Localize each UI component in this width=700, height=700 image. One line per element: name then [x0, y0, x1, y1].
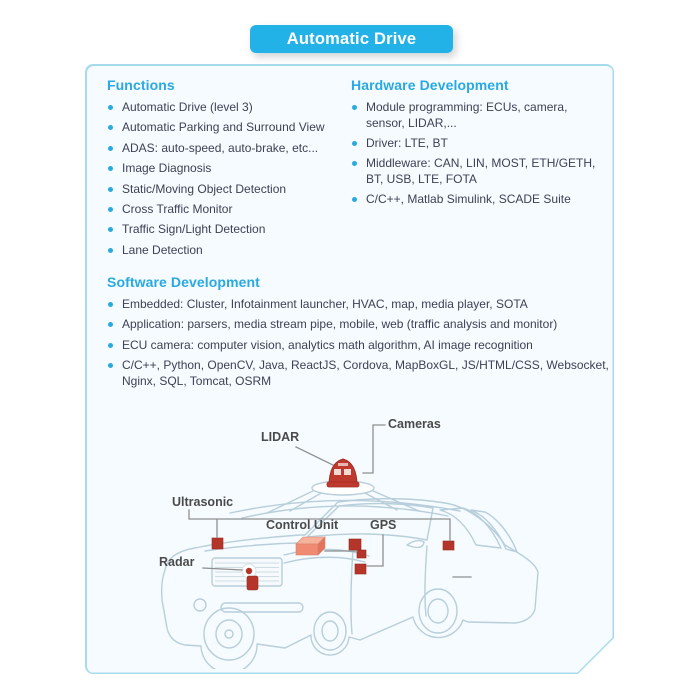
- list-item: Application: parsers, media stream pipe,…: [107, 317, 623, 333]
- list-item: Static/Moving Object Detection: [107, 182, 357, 198]
- leader-lines: [188, 424, 472, 578]
- section-hardware-title: Hardware Development: [351, 77, 509, 93]
- windshield: [306, 502, 434, 541]
- radar-leader: [202, 567, 243, 571]
- fog-light: [193, 598, 207, 612]
- wheel-rear-hub: [427, 598, 449, 624]
- list-item: C/C++, Matlab Simulink, SCADE Suite: [351, 192, 599, 208]
- cameras-leader: [362, 424, 386, 474]
- door-seam-rear: [424, 545, 428, 617]
- sensor-windshield-a: [348, 538, 362, 551]
- list-item: Module programming: ECUs, camera, sensor…: [351, 100, 599, 131]
- list-item: Automatic Parking and Surround View: [107, 120, 357, 136]
- roof-rack-rail-2: [241, 505, 449, 519]
- section-software: Software Development Embedded: Cluster, …: [107, 274, 623, 394]
- door-seam-front: [350, 548, 354, 635]
- content-card-border: [85, 64, 614, 674]
- sensor-windshield-b: [356, 549, 367, 559]
- section-functions-title: Functions: [107, 77, 175, 93]
- content-card: [87, 66, 613, 673]
- roof-rack-rail-1: [229, 499, 461, 514]
- list-item: Lane Detection: [107, 243, 357, 259]
- headlight-line-lower: [283, 556, 366, 564]
- radar-sensor-bumper: [246, 575, 259, 591]
- label-cameras: Cameras: [388, 417, 441, 431]
- hardware-list: Module programming: ECUs, camera, sensor…: [351, 100, 599, 208]
- label-radar: Radar: [159, 555, 195, 569]
- label-control-unit: Control Unit: [266, 518, 339, 532]
- side-mirror: [406, 539, 425, 549]
- list-item: Automatic Drive (level 3): [107, 100, 357, 116]
- ultrasonic-leader: [188, 509, 451, 541]
- label-gps: GPS: [370, 518, 397, 532]
- wheel-front-left-cap: [224, 629, 234, 639]
- roof-rack-struts: [266, 489, 420, 514]
- label-ultrasonic: Ultrasonic: [172, 495, 234, 509]
- ultrasonic-sensor-rear: [442, 540, 455, 551]
- list-item: Traffic Sign/Light Detection: [107, 222, 357, 238]
- functions-list: Automatic Drive (level 3) Automatic Parki…: [107, 100, 357, 258]
- list-item: Image Diagnosis: [107, 161, 357, 177]
- wheel-front-right-hub: [321, 620, 339, 642]
- radar-sensor-dot: [245, 567, 253, 575]
- ultrasonic-sensor-front: [211, 537, 224, 550]
- list-item: C/C++, Python, OpenCV, Java, ReactJS, Co…: [107, 358, 623, 389]
- page-title: Automatic Drive: [286, 29, 417, 48]
- gps-leader: [366, 534, 384, 567]
- side-window-front: [439, 507, 502, 549]
- lidar-dome: [326, 458, 360, 488]
- label-lidar: LIDAR: [261, 430, 300, 444]
- wheel-rear: [418, 588, 458, 634]
- sensor-boxes: [211, 537, 455, 591]
- wheel-front-left-hub: [215, 619, 243, 649]
- section-hardware: Hardware Development Module programming:…: [351, 77, 599, 213]
- list-item: ECU camera: computer vision, analytics m…: [107, 338, 623, 354]
- bumper-slot: [220, 602, 304, 613]
- car-illustration: [160, 424, 539, 669]
- section-functions: Functions Automatic Drive (level 3)Autom…: [107, 77, 357, 263]
- list-item: ADAS: auto-speed, auto-brake, etc...: [107, 141, 357, 157]
- software-list: Embedded: Cluster, Infotainment launcher…: [107, 297, 623, 389]
- wheel-front-right: [313, 611, 347, 651]
- car-sensor-diagram: LIDAR Cameras Ultrasonic Control Unit GP…: [145, 404, 575, 669]
- side-window-rear: [470, 509, 518, 553]
- list-item: Driver: LTE, BT: [351, 136, 599, 152]
- control-unit-box: [295, 536, 326, 556]
- gps-sensor: [354, 563, 367, 575]
- wheel-front-left: [203, 607, 255, 661]
- list-item: Middleware: CAN, LIN, MOST, ETH/GETH, BT…: [351, 156, 599, 187]
- section-software-title: Software Development: [107, 274, 260, 290]
- list-item: Cross Traffic Monitor: [107, 202, 357, 218]
- lidar-leader: [295, 446, 334, 466]
- list-item: Embedded: Cluster, Infotainment launcher…: [107, 297, 623, 313]
- grille: [211, 557, 283, 587]
- title-badge: Automatic Drive: [250, 25, 453, 53]
